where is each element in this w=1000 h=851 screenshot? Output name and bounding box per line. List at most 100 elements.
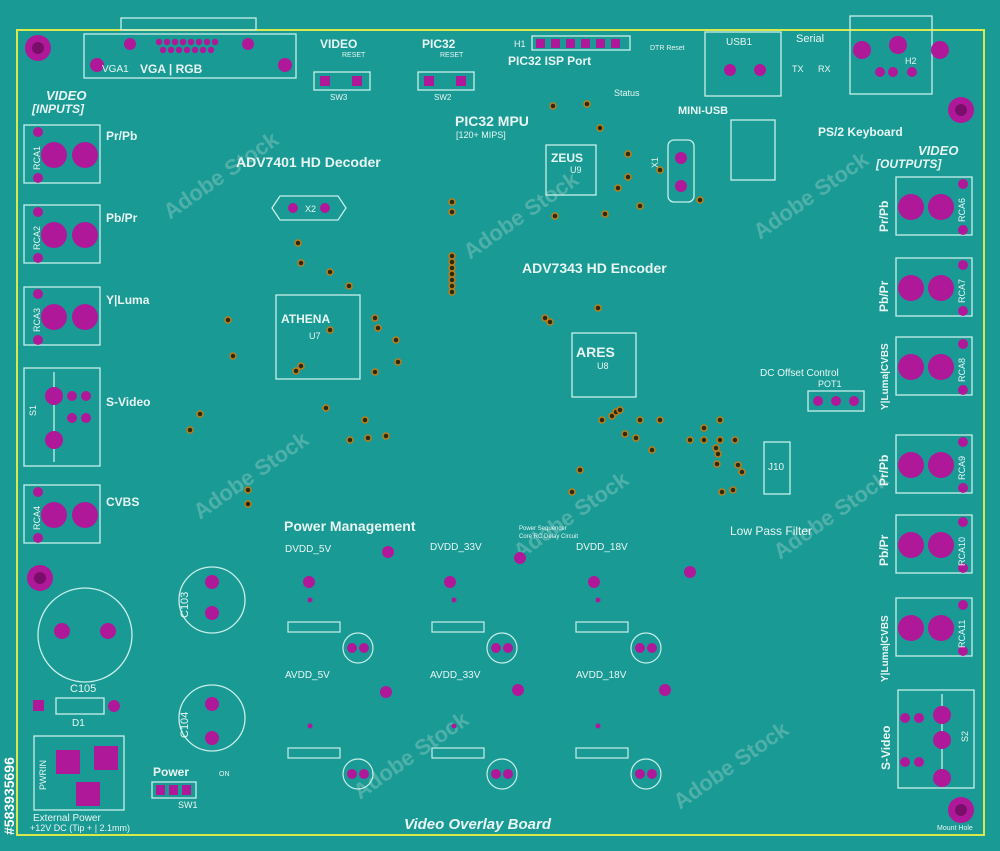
rca2-jack: RCA2 Pb/Pr [23, 204, 138, 264]
c103-outline [178, 566, 246, 634]
via [244, 500, 252, 508]
rca2-pin [33, 253, 43, 263]
via [686, 436, 694, 444]
vga-pin [199, 46, 207, 54]
via [596, 124, 604, 132]
rca6-pad [898, 194, 924, 220]
vias [186, 100, 746, 508]
rca6-pin [958, 179, 968, 189]
sw1-pad [156, 785, 165, 795]
via [714, 450, 722, 458]
electrolytic-cap-pad [491, 769, 501, 779]
isp-header: H1 PIC32 ISP Port DTR Reset Status [508, 35, 685, 98]
input-y-luma-label: Y|Luma [106, 293, 150, 307]
d1-pad [108, 700, 120, 712]
via [326, 268, 334, 276]
u7-label: U7 [309, 331, 321, 341]
x2-pad [288, 203, 298, 213]
rca3-outline [23, 286, 101, 346]
mini-usb-label: MINI-USB [678, 105, 728, 117]
ps2-pin [875, 67, 885, 77]
ps2-connector: H2 PS/2 Keyboard [818, 15, 949, 139]
rca11-label: RCA11 [957, 620, 967, 648]
ares-label: ARES [576, 344, 615, 360]
h1-label: H1 [514, 39, 526, 49]
rca8-pad [898, 354, 924, 380]
vga-mount-pad [278, 58, 292, 72]
rca3-pin [33, 289, 43, 299]
rca11-outline [895, 597, 973, 657]
via [648, 446, 656, 454]
via [448, 264, 456, 272]
c104-pad [205, 697, 219, 711]
rca10-label: RCA10 [957, 537, 967, 566]
via [448, 270, 456, 278]
rca9-jack: RCA9 Pr/Pb [877, 434, 973, 494]
vga-pin [187, 38, 195, 46]
via [448, 282, 456, 290]
pot1-outline [807, 390, 865, 412]
rca3-jack: RCA3 Y|Luma [23, 286, 150, 346]
electrolytic-cap-pad [635, 643, 645, 653]
usb1-pad [724, 64, 736, 76]
via [394, 358, 402, 366]
via [621, 430, 629, 438]
rca4-pin [33, 487, 43, 497]
via [326, 326, 334, 334]
via [598, 416, 606, 424]
via [229, 352, 237, 360]
power-management: Power Management Power Sequencer Core RC… [284, 518, 696, 790]
rca2-pad [41, 222, 67, 248]
u8-label: U8 [597, 361, 609, 371]
x2-pad [320, 203, 330, 213]
power-sequencer-label: Power Sequencer [519, 526, 567, 532]
rca9-pin [958, 483, 968, 493]
via [716, 416, 724, 424]
rca1-pad [41, 142, 67, 168]
rca7-outline [895, 257, 973, 317]
rca7-pad [898, 275, 924, 301]
isp-pin [611, 39, 620, 48]
low-pass-filter: J10 Low Pass Filter [730, 441, 812, 538]
vga-label: VGA | RGB [140, 62, 203, 76]
electrolytic-cap-outline [486, 632, 518, 664]
via [448, 208, 456, 216]
pot1-pad [831, 396, 841, 406]
rca8-outline [895, 336, 973, 396]
c104-pad [205, 731, 219, 745]
isp-label: PIC32 ISP Port [508, 54, 591, 68]
ext-power-spec: +12V DC (Tip + | 2.1mm) [30, 823, 130, 833]
mount-pad [659, 684, 671, 696]
via [392, 336, 400, 344]
low-pass-label: Low Pass Filter [730, 524, 812, 538]
rca8-pad [928, 354, 954, 380]
c103-pad [205, 575, 219, 589]
electrolytic-cap-pad [635, 769, 645, 779]
serial-section: Serial TX RX [792, 33, 831, 74]
pot1-pad [849, 396, 859, 406]
via [448, 288, 456, 296]
regulator-dot [307, 723, 313, 729]
s1-pin [67, 391, 77, 401]
via [632, 434, 640, 442]
mount-pad [588, 576, 600, 588]
via [196, 410, 204, 418]
h2-label: H2 [905, 56, 917, 66]
serial-label: Serial [796, 33, 824, 45]
pwrin-pad [56, 750, 80, 774]
mount-pad [303, 576, 315, 588]
dvdd-33v-label: DVDD_33V [430, 542, 482, 553]
sw1-outline [151, 781, 197, 799]
s1-jack: S1 S-Video [23, 367, 150, 467]
sw3-outline [313, 71, 371, 91]
mount-pad [444, 576, 456, 588]
rca6-pad [928, 194, 954, 220]
isp-pin [536, 39, 545, 48]
vga-pin [175, 46, 183, 54]
output-pb-pr-label-2: Pb/Pr [877, 534, 891, 566]
electrolytic-cap-outline [630, 758, 662, 790]
s1-pad [45, 431, 63, 449]
electrolytic-cap-outline [486, 758, 518, 790]
mount-hole-drill [955, 804, 967, 816]
s2-pad [933, 731, 951, 749]
